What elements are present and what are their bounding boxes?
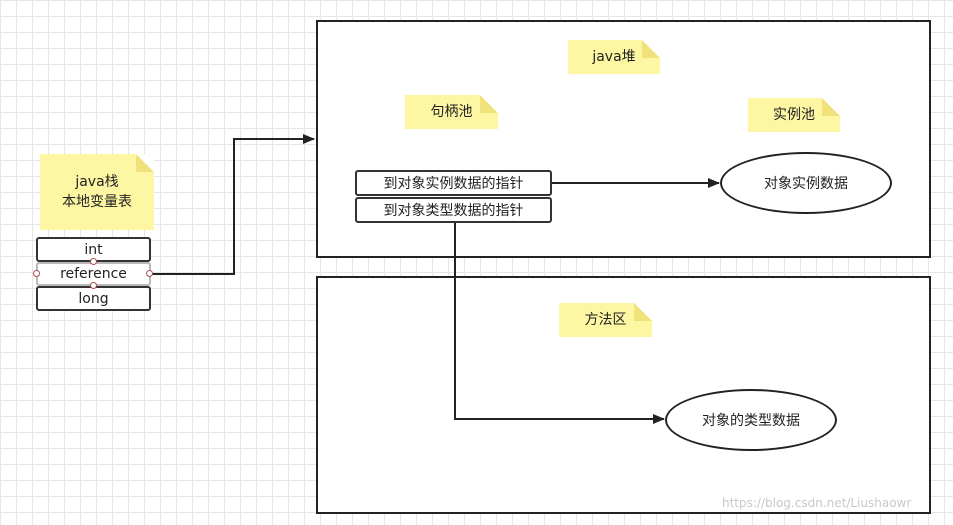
java-heap-label: java堆	[568, 40, 660, 74]
selection-handle-top[interactable]	[90, 258, 97, 265]
object-type-data: 对象的类型数据	[665, 389, 837, 451]
selection-handle-right[interactable]	[146, 270, 153, 277]
reference-to-heap-arrow	[150, 134, 315, 275]
watermark: https://blog.csdn.net/Liushaowr	[722, 496, 912, 510]
stack-slot-int: int	[36, 237, 151, 262]
selection-handle-left[interactable]	[33, 270, 40, 277]
java-stack-title: java栈	[75, 174, 119, 190]
object-instance-data: 对象实例数据	[720, 152, 892, 214]
selection-handle-bottom[interactable]	[90, 282, 97, 289]
method-area-label: 方法区	[559, 303, 652, 337]
type-data-pointer: 到对象类型数据的指针	[355, 197, 552, 223]
instance-data-pointer: 到对象实例数据的指针	[355, 170, 552, 196]
handle-pool-label: 句柄池	[405, 95, 498, 129]
java-stack-label: java栈 本地变量表	[40, 154, 154, 230]
stack-slot-long: long	[36, 286, 151, 311]
local-variable-table-title: 本地变量表	[62, 194, 132, 210]
type-pointer-arrow	[454, 222, 665, 424]
instance-pool-label: 实例池	[748, 98, 840, 132]
